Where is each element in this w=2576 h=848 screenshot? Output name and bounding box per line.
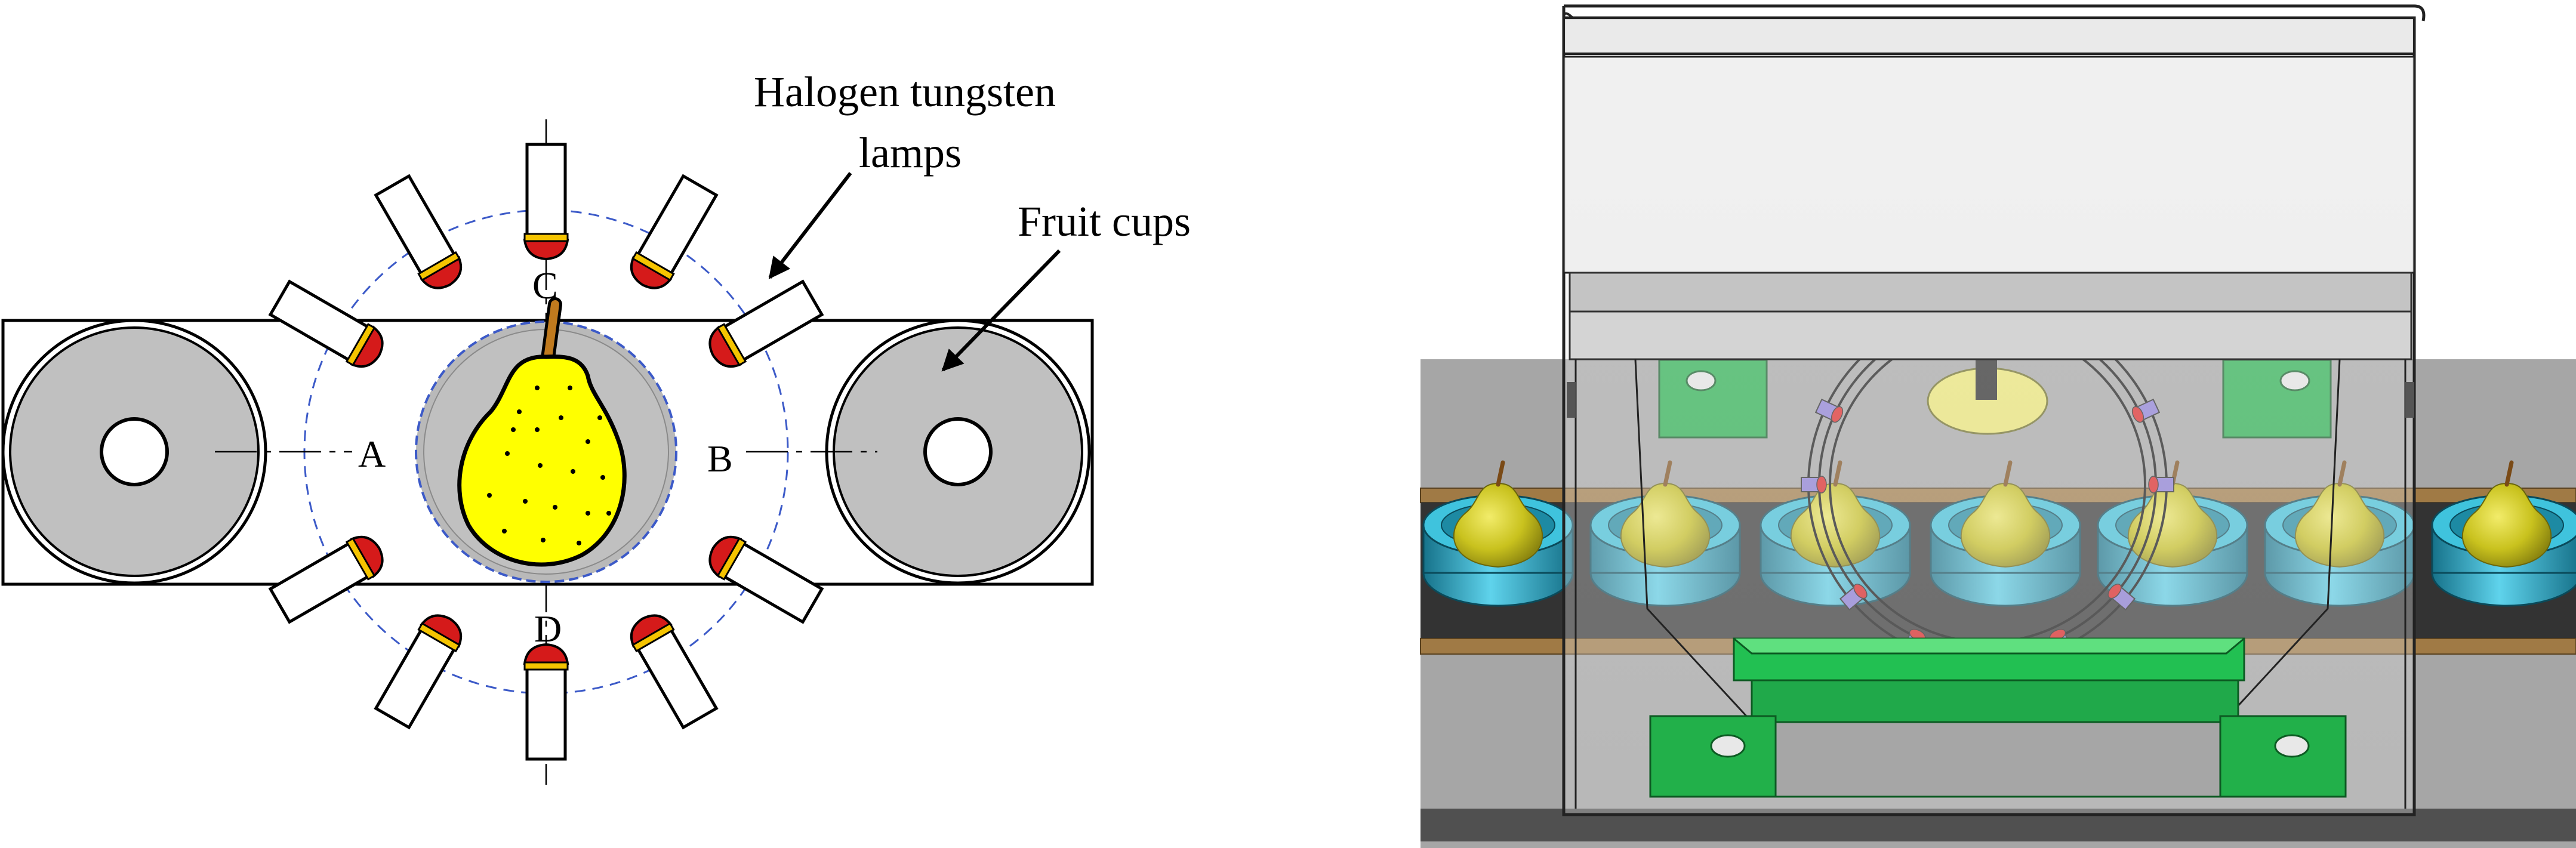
pear-speckle — [541, 538, 546, 542]
pear-speckle — [559, 415, 563, 420]
cups-callout-label: Fruit cups — [1018, 198, 1191, 245]
cups-callout-arrow — [941, 249, 1061, 372]
pear-speckle — [535, 427, 540, 432]
pear-speckle — [487, 493, 492, 498]
pear-speckle — [577, 541, 581, 545]
pear-speckle — [568, 386, 572, 390]
pear-in-cup — [1422, 460, 1574, 607]
halogen-lamp — [630, 614, 719, 730]
pear-speckle — [517, 409, 522, 414]
pear-speckle — [606, 511, 611, 516]
halogen-lamp — [523, 143, 569, 261]
fruit-cup-right — [825, 319, 1091, 585]
lamps-callout-line-1: Halogen tungsten — [754, 68, 1056, 116]
pear-speckle — [586, 439, 590, 444]
lamps-callout-line-2: lamps — [859, 129, 962, 177]
position-label-a: A — [358, 433, 386, 475]
pear-speckle — [505, 451, 510, 456]
halogen-lamp — [708, 535, 824, 624]
pear-in-cup — [2431, 460, 2576, 607]
halogen-lamp — [374, 614, 463, 730]
lamps-callout-label: Halogen tungsten lamps — [754, 68, 1067, 177]
transparent-hood — [1562, 4, 2426, 816]
halogen-lamp — [374, 174, 463, 289]
front-bracket — [1649, 637, 2347, 798]
halogen-lamp — [630, 174, 719, 289]
pear-speckle — [535, 386, 540, 390]
fruit-cup-left — [1, 319, 267, 585]
pear-speckle — [523, 499, 528, 504]
position-label-b: B — [707, 437, 733, 480]
lamps-callout-arrow — [768, 172, 852, 279]
pear-speckle — [511, 427, 516, 432]
halogen-lamp — [268, 279, 384, 368]
pear-speckle — [571, 469, 575, 474]
pear-speckle — [597, 415, 602, 420]
halogen-lamps — [268, 143, 824, 761]
left-schematic: A B C D Halogen tungsten lamps Fruit cup… — [1, 68, 1191, 785]
pear-schematic — [457, 297, 627, 567]
halogen-lamp — [523, 643, 569, 761]
pear-speckle — [502, 529, 507, 534]
position-label-c: C — [532, 264, 558, 307]
pear-speckle — [538, 463, 543, 468]
halogen-lamp — [708, 279, 824, 368]
pear-speckle — [600, 475, 605, 480]
right-render — [1420, 4, 2576, 848]
halogen-lamp — [268, 535, 384, 624]
pear-speckle — [553, 505, 557, 510]
pear-speckle — [586, 511, 590, 516]
position-label-d: D — [534, 608, 562, 650]
